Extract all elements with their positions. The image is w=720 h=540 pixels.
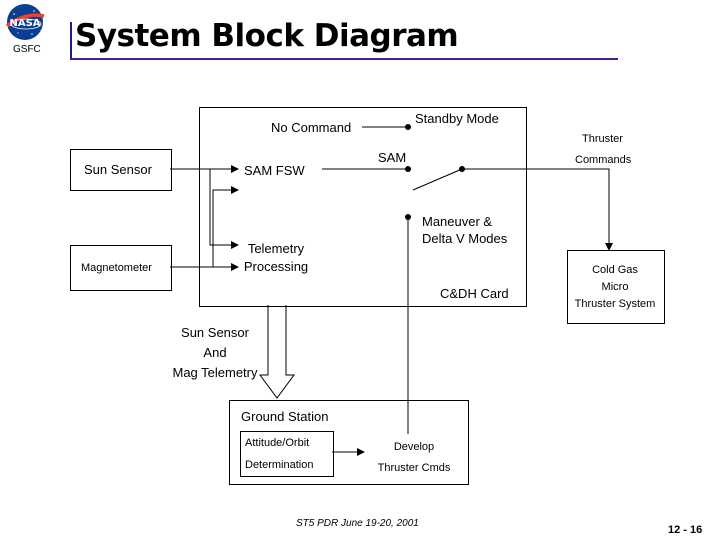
develop-thruster-cmds-label: Develop Thruster Cmds — [366, 437, 462, 480]
thruster-commands-line1: Thruster — [582, 133, 623, 145]
maneuver-modes-line2: Delta V Modes — [422, 230, 508, 246]
magnetometer-label: Magnetometer — [81, 262, 152, 274]
develop-line1: Develop — [393, 441, 435, 453]
footer-page-number: 12 - 16 — [668, 524, 703, 536]
maneuver-modes-line1: Maneuver & — [422, 214, 493, 229]
attitude-determination-box — [240, 431, 334, 477]
nasa-logo-text: NASA — [9, 18, 40, 29]
standby-node — [405, 124, 411, 130]
cold-gas-thruster-label: Cold Gas Micro Thruster System — [567, 262, 663, 313]
org-label: GSFC — [13, 44, 41, 55]
telemetry-processing-label: Telemetry Processing — [238, 240, 314, 275]
ground-station-title: Ground Station — [241, 409, 329, 424]
sensor-telemetry-line2: And — [203, 345, 227, 361]
nasa-logo: NASA — [2, 2, 48, 42]
telemetry-processing-line1: Telemetry — [247, 241, 305, 256]
no-command-label: No Command — [271, 120, 352, 135]
sun-sensor-box — [70, 149, 172, 191]
sensor-telemetry-label: Sun Sensor And Mag Telemetry — [160, 323, 270, 383]
cold-gas-line2: Micro — [601, 281, 629, 294]
attitude-orbit-label: Attitude/Orbit — [245, 437, 310, 449]
maneuver-modes-label: Maneuver & Delta V Modes — [422, 214, 507, 248]
magnetometer-to-fsw-arrow — [212, 186, 239, 267]
cold-gas-line1: Cold Gas — [592, 264, 638, 276]
page-title: System Block Diagram — [75, 18, 459, 54]
thruster-commands-line2: Commands — [575, 154, 632, 166]
nasa-logo-icon: NASA — [5, 4, 45, 40]
sam-node — [405, 166, 411, 172]
telemetry-processing-line2: Processing — [243, 258, 309, 274]
determination-label: Determination — [245, 459, 314, 471]
sam-label: SAM — [378, 150, 407, 165]
footer-event: ST5 PDR June 19-20, 2001 — [296, 518, 419, 529]
sensor-telemetry-line1: Sun Sensor — [181, 325, 249, 340]
thruster-commands-arrow — [462, 168, 613, 251]
sun-sensor-label: Sun Sensor — [84, 162, 152, 177]
cold-gas-line3: Thruster System — [574, 298, 656, 311]
header-vertical-rule — [70, 22, 72, 60]
cdh-card-label: C&DH Card — [440, 286, 509, 301]
telemetry-downlink-arrow — [259, 305, 295, 399]
cold-gas-thruster-box — [567, 250, 665, 324]
cdh-card-box — [199, 107, 527, 307]
standby-mode-label: Standby Mode — [415, 111, 499, 126]
mode-switch-arm — [412, 168, 463, 191]
switch-pivot-node — [459, 166, 465, 172]
title-underline — [70, 58, 618, 60]
maneuver-node — [405, 214, 411, 220]
magnetometer-box — [70, 245, 172, 291]
sam-fsw-label: SAM FSW — [244, 163, 305, 178]
develop-line2: Thruster Cmds — [377, 462, 451, 475]
sun-sensor-to-telemetry-arrow — [209, 169, 239, 249]
sensor-telemetry-line3: Mag Telemetry — [172, 365, 258, 381]
